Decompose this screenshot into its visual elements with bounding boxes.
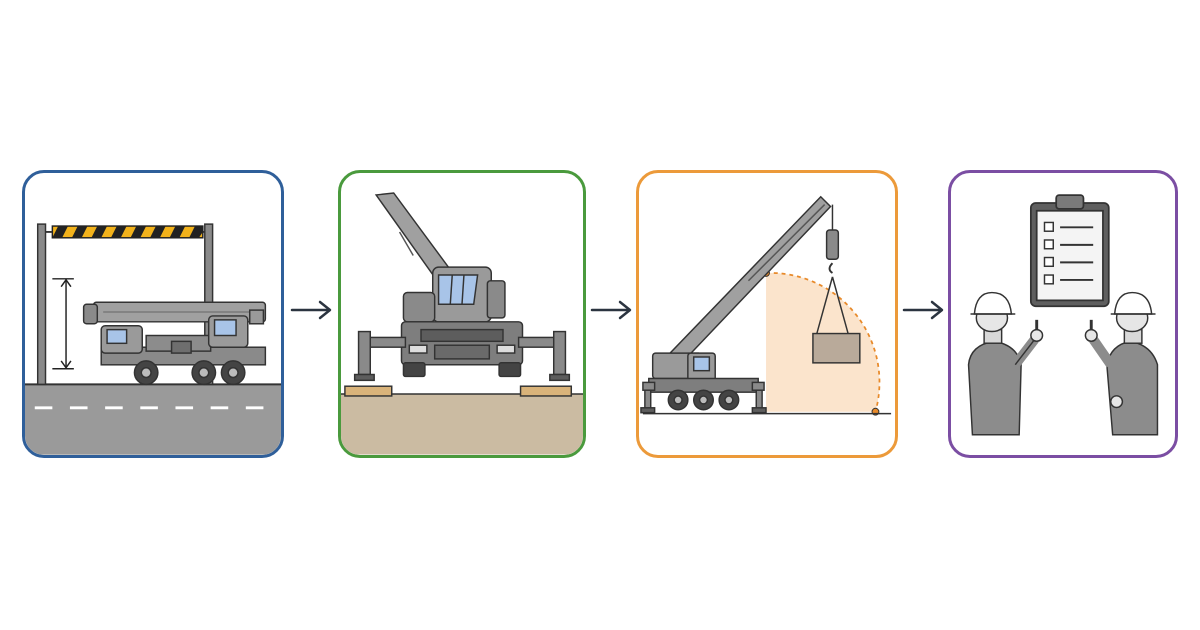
worker-right <box>1084 291 1159 436</box>
gantry-post-left <box>36 223 47 386</box>
outrigger-right <box>517 330 573 397</box>
arrow-right-icon <box>590 300 632 320</box>
lift-radius-arc <box>765 272 881 412</box>
arrow-right-icon <box>902 300 944 320</box>
crane-cab <box>402 266 506 323</box>
ground <box>341 394 583 455</box>
mobile-crane-truck <box>82 301 267 386</box>
road <box>25 384 281 455</box>
step-panel-outriggers <box>338 170 586 458</box>
step-panel-lift-radius <box>636 170 898 458</box>
lift-radius-illustration <box>640 195 892 416</box>
step-panel-height-clearance <box>22 170 284 458</box>
crew-briefing-illustration <box>967 194 1159 436</box>
arrow-right-icon <box>290 300 332 320</box>
step-panel-crew-briefing <box>948 170 1178 458</box>
worker-left <box>967 291 1044 436</box>
crane-chassis <box>400 321 524 378</box>
outrigger-left <box>344 330 407 397</box>
mobile-crane <box>640 352 767 414</box>
checklist-clipboard-icon <box>1029 194 1110 308</box>
outrigger-setup-illustration <box>341 192 583 455</box>
height-limit-bar <box>45 225 205 239</box>
height-clearance-illustration <box>25 223 281 455</box>
clearance-dimension-arrow <box>52 278 74 370</box>
hook-and-load <box>812 204 861 364</box>
